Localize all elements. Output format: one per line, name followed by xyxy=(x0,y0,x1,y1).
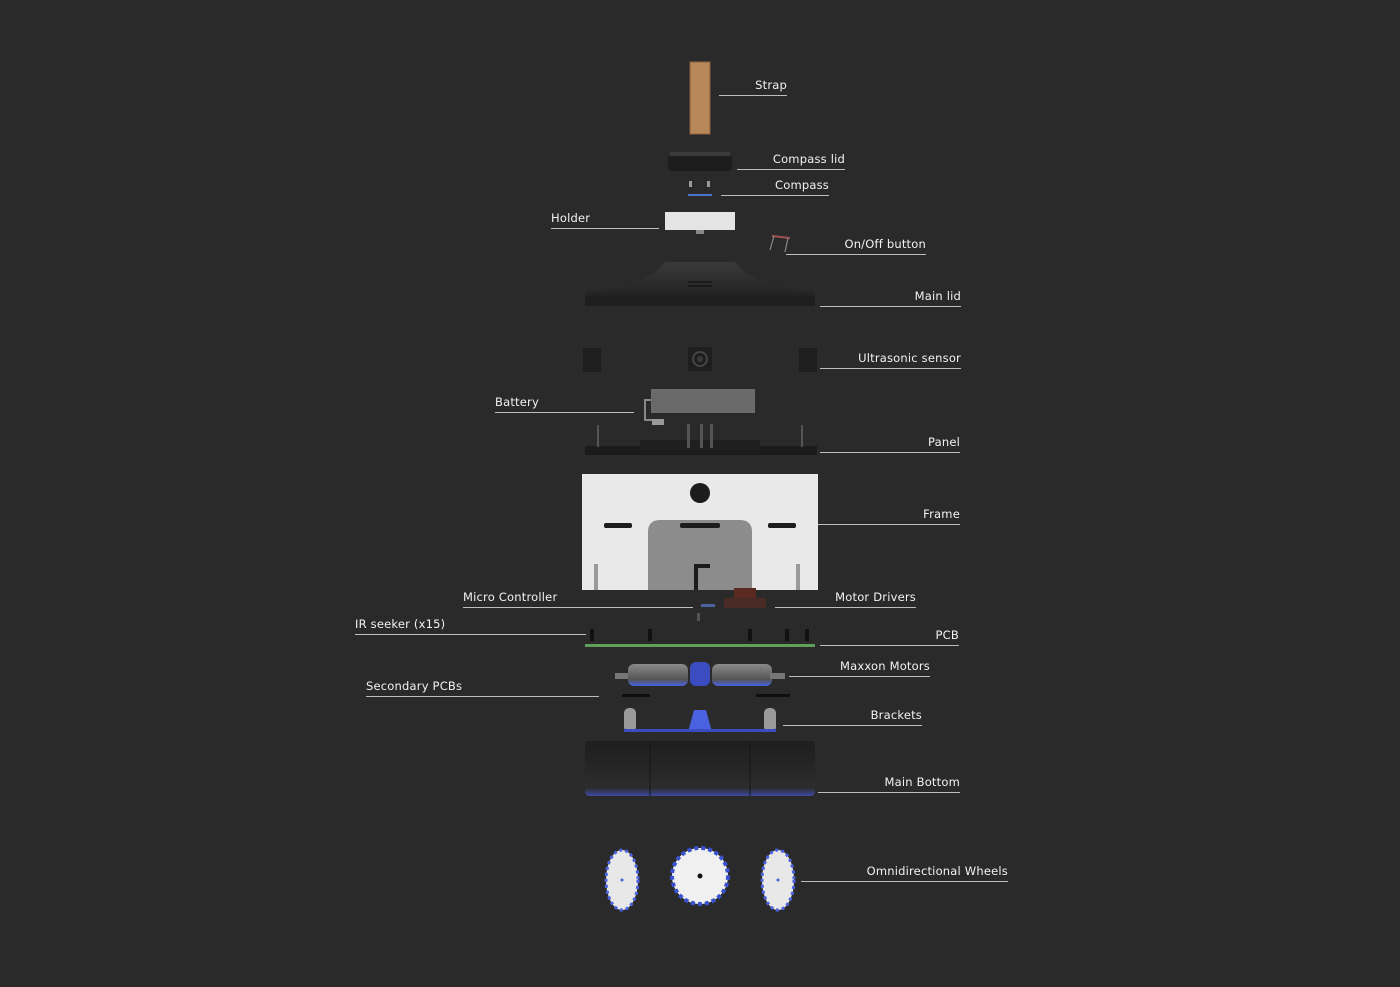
label-text: Panel xyxy=(927,435,960,449)
label-strap: Strap xyxy=(719,78,787,96)
label-maxxon-motors: Maxxon Motors xyxy=(789,659,930,677)
label-on-off-button: On/Off button xyxy=(786,237,926,255)
label-text: Maxxon Motors xyxy=(839,659,930,673)
label-text: Motor Drivers xyxy=(835,590,916,604)
label-text: Brackets xyxy=(870,708,922,722)
label-text: Micro Controller xyxy=(463,590,558,604)
label-battery: Battery xyxy=(495,395,634,413)
main-lid-part xyxy=(585,262,815,306)
label-secondary-pcbs: Secondary PCBs xyxy=(366,679,599,697)
frame-part xyxy=(582,474,818,590)
label-main-bottom: Main Bottom xyxy=(818,775,960,793)
label-holder: Holder xyxy=(551,211,659,229)
panel-part xyxy=(585,424,817,455)
label-text: Main lid xyxy=(914,289,961,303)
label-brackets: Brackets xyxy=(783,708,922,726)
label-main-lid: Main lid xyxy=(820,289,961,307)
omnidirectional-wheels-part xyxy=(604,846,796,912)
label-text: Compass lid xyxy=(772,152,845,166)
label-micro-controller: Micro Controller xyxy=(463,590,693,608)
compass-lid-part xyxy=(668,152,732,171)
pcb-part xyxy=(585,629,815,647)
battery-part xyxy=(644,389,755,425)
main-bottom-part xyxy=(585,741,815,796)
label-text: Battery xyxy=(495,395,539,409)
micro-controller-part xyxy=(697,604,715,621)
label-motor-drivers: Motor Drivers xyxy=(775,590,916,608)
label-ir-seeker: IR seeker (x15) xyxy=(355,617,586,635)
holder-part xyxy=(665,212,735,234)
label-text: Compass xyxy=(775,178,829,192)
compass-part xyxy=(688,181,712,196)
secondary-pcbs-part xyxy=(622,694,790,697)
label-text: Main Bottom xyxy=(884,775,960,789)
label-text: On/Off button xyxy=(844,237,926,251)
label-text: Ultrasonic sensor xyxy=(858,351,961,365)
label-pcb: PCB xyxy=(820,628,959,646)
label-omnidirectional-wheels: Omnidirectional Wheels xyxy=(801,864,1008,882)
label-text: Holder xyxy=(551,211,591,225)
on-off-button-part xyxy=(769,235,791,253)
label-text: Frame xyxy=(923,507,960,521)
label-panel: Panel xyxy=(820,435,960,453)
label-frame: Frame xyxy=(818,507,960,525)
label-text: Strap xyxy=(755,78,787,92)
label-text: Secondary PCBs xyxy=(366,679,463,693)
label-text: PCB xyxy=(935,628,959,642)
ultrasonic-sensor-part xyxy=(583,347,817,372)
brackets-part xyxy=(624,708,776,732)
maxxon-motors-part xyxy=(615,662,785,686)
strap-part xyxy=(689,61,711,135)
label-compass-lid: Compass lid xyxy=(737,152,845,170)
motor-drivers-part xyxy=(724,588,766,608)
label-text: Omnidirectional Wheels xyxy=(866,864,1008,878)
label-ultrasonic-sensor: Ultrasonic sensor xyxy=(820,351,961,369)
label-text: IR seeker (x15) xyxy=(355,617,446,631)
label-compass: Compass xyxy=(721,178,829,196)
